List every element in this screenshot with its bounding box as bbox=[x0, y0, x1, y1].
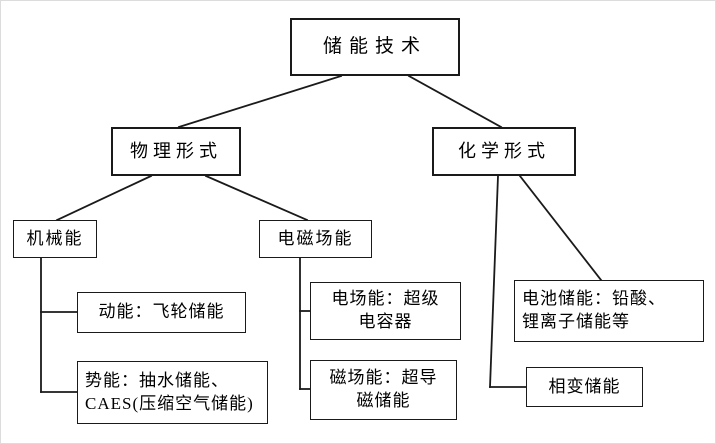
node-battery-storage: 电池储能：铅酸、 锂离子储能等 bbox=[514, 280, 704, 342]
node-magnetic-field-smes: 磁场能：超导 磁储能 bbox=[310, 360, 457, 420]
node-mechanical-energy: 机械能 bbox=[13, 220, 97, 258]
node-label-line1: 势能：抽水储能、 bbox=[85, 370, 229, 390]
node-electromagnetic-field-energy: 电磁场能 bbox=[259, 220, 372, 258]
edge-chemical-trunk bbox=[489, 175, 499, 388]
node-label: 储能技术 bbox=[322, 36, 427, 58]
node-phase-change-storage: 相变储能 bbox=[526, 367, 643, 407]
node-label: 机械能 bbox=[26, 228, 84, 248]
node-label: 相变储能 bbox=[548, 376, 621, 396]
edge-physical-mechanical bbox=[55, 174, 153, 222]
edge-root-chemical bbox=[407, 74, 503, 129]
edge-root-physical bbox=[177, 74, 343, 129]
edge-physical-em bbox=[204, 174, 309, 222]
node-label-line1: 电场能：超级 bbox=[331, 289, 440, 309]
edge-chemical-battery bbox=[518, 174, 603, 282]
node-label-line2: CAES(压缩空气储能) bbox=[85, 393, 254, 413]
node-potential-energy-pumped-caes: 势能：抽水储能、 CAES(压缩空气储能) bbox=[77, 361, 268, 424]
node-label-line1: 电池储能：铅酸、 bbox=[522, 289, 666, 309]
node-label: 电磁场能 bbox=[277, 228, 354, 248]
node-label-line2: 磁储能 bbox=[356, 391, 411, 410]
node-label: 物理形式 bbox=[130, 141, 222, 162]
node-label: 化学形式 bbox=[458, 141, 550, 162]
node-energy-storage-technology: 储能技术 bbox=[290, 18, 460, 76]
node-physical-form: 物理形式 bbox=[111, 127, 241, 176]
node-label-line2: 锂离子储能等 bbox=[522, 312, 630, 331]
node-chemical-form: 化学形式 bbox=[432, 127, 576, 176]
node-kinetic-energy-flywheel: 动能：飞轮储能 bbox=[77, 292, 246, 333]
node-electric-field-supercapacitor: 电场能：超级 电容器 bbox=[310, 282, 461, 340]
node-label-line2: 电容器 bbox=[358, 312, 413, 331]
connector-group bbox=[40, 74, 603, 393]
node-label-line1: 磁场能：超导 bbox=[329, 368, 438, 388]
node-label: 动能：飞轮储能 bbox=[98, 302, 225, 322]
